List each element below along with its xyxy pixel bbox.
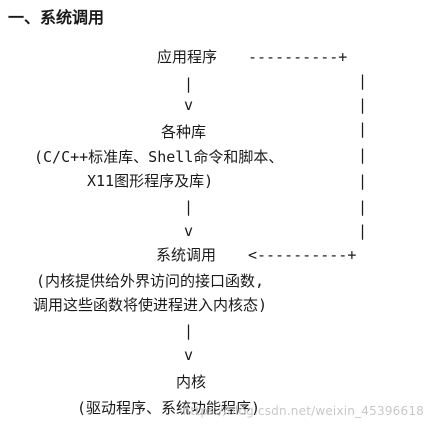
node-libraries: 各种库: [161, 123, 207, 141]
rail-bar-1: |: [358, 72, 368, 90]
rail-bar-7: |: [358, 222, 368, 240]
section-heading: 一、系统调用: [8, 8, 105, 27]
watermark: https://blog.csdn.net/weixin_45396618: [182, 404, 424, 418]
rail-bar-2: |: [358, 96, 368, 114]
node-application: 应用程序: [157, 48, 218, 66]
arrow-2-head: v: [184, 222, 194, 240]
libraries-description-line-1: (C/C++标准库、Shell命令和脚本、: [34, 148, 284, 166]
node-kernel: 内核: [176, 373, 207, 391]
arrow-3-bar: |: [184, 322, 194, 340]
rail-bar-5: |: [358, 172, 368, 190]
system-call-description-line-1: (内核提供给外界访问的接口函数,: [36, 272, 265, 290]
arrow-3-head: v: [184, 346, 194, 364]
connector-syscall-tail: <----------+: [248, 246, 357, 264]
arrow-1-bar-a: |: [184, 75, 194, 93]
rail-bar-3: |: [358, 120, 368, 138]
system-call-description-line-2: 调用这些函数将使进程进入内核态): [33, 296, 268, 314]
rail-bar-6: |: [358, 198, 368, 216]
node-system-call: 系统调用: [156, 246, 217, 264]
arrow-2-bar: |: [184, 198, 194, 216]
kernel-description: (驱动程序、系统功能程序): [77, 399, 261, 417]
rail-bar-4: |: [358, 146, 368, 164]
arrow-1-head: v: [184, 96, 194, 114]
libraries-description-line-2: X11图形程序及库): [87, 172, 214, 190]
connector-app-tail: ----------+: [248, 48, 348, 66]
